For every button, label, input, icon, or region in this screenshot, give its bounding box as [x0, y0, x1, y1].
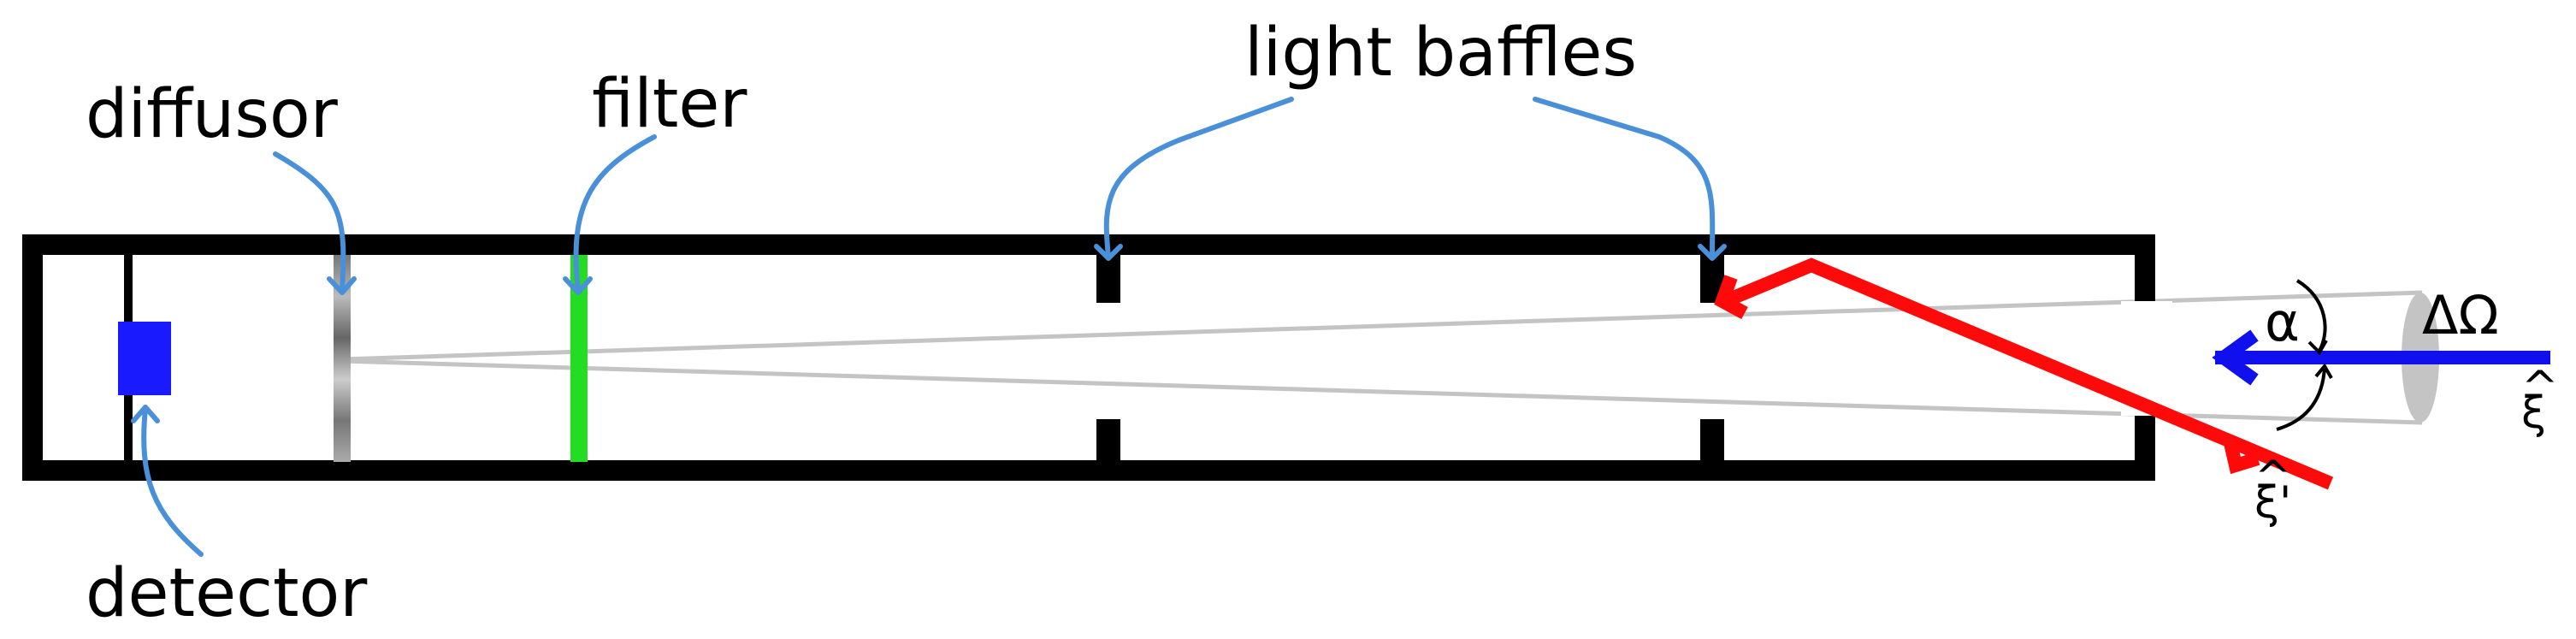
baffle-leader-right: [1533, 97, 1716, 259]
baffle-leader-left-arrow: [1094, 244, 1123, 261]
xi-prime-symbol: ^ ξ': [2254, 452, 2292, 529]
baffle-1-bottom: [1096, 419, 1120, 462]
filter-leader-arrow: [563, 276, 593, 295]
diffusor-element: [334, 255, 351, 462]
cone-upper-edge: [341, 290, 2423, 362]
signal-ray: [2212, 329, 2550, 386]
baffle-leader-left: [1103, 97, 1294, 259]
diffusor-label: diffusor: [86, 76, 339, 153]
detector-element: [118, 322, 171, 395]
alpha-arc-lower: [2276, 367, 2326, 431]
alpha-arc-lower-arrow: [2314, 363, 2333, 379]
alpha-label: α: [2265, 291, 2300, 353]
light-baffles-label: light baffles: [1244, 15, 1637, 92]
alpha-arcs: [2276, 279, 2333, 431]
xi-label: ξ: [2521, 388, 2546, 439]
stray-ray-path: [1726, 257, 2334, 490]
xi-prime-hat: ^: [2254, 452, 2292, 503]
detector-label: detector: [86, 555, 368, 632]
stray-ray-tail-mark: [2224, 441, 2260, 475]
filter-element: [570, 255, 588, 462]
xi-symbol: ^ ξ: [2521, 362, 2559, 439]
filter-leader: [573, 134, 657, 293]
signal-ray-arrowhead: [2212, 329, 2259, 386]
baffle-1-top: [1096, 255, 1120, 303]
diffusor-leader: [273, 151, 346, 293]
stray-ray: [1714, 257, 2334, 490]
solid-angle-label: ΔΩ: [2422, 284, 2499, 346]
alpha-arc-upper-arrow: [2307, 340, 2328, 356]
instrument-tube: [22, 234, 2172, 481]
diffusor-leader-arrow: [327, 276, 357, 295]
cone-lower-edge: [341, 358, 2423, 425]
stray-ray-arrowhead: [1714, 275, 1748, 320]
alpha-arc-upper: [2295, 279, 2327, 352]
baffle-2-bottom: [1700, 419, 1724, 462]
xi-hat: ^: [2521, 362, 2559, 413]
baffle-leader-right-arrow: [1698, 244, 1727, 261]
xi-prime-label: ξ': [2254, 477, 2291, 529]
detector-leader: [141, 406, 204, 557]
filter-label: filter: [592, 66, 747, 143]
detector-leader-arrow: [131, 405, 160, 423]
